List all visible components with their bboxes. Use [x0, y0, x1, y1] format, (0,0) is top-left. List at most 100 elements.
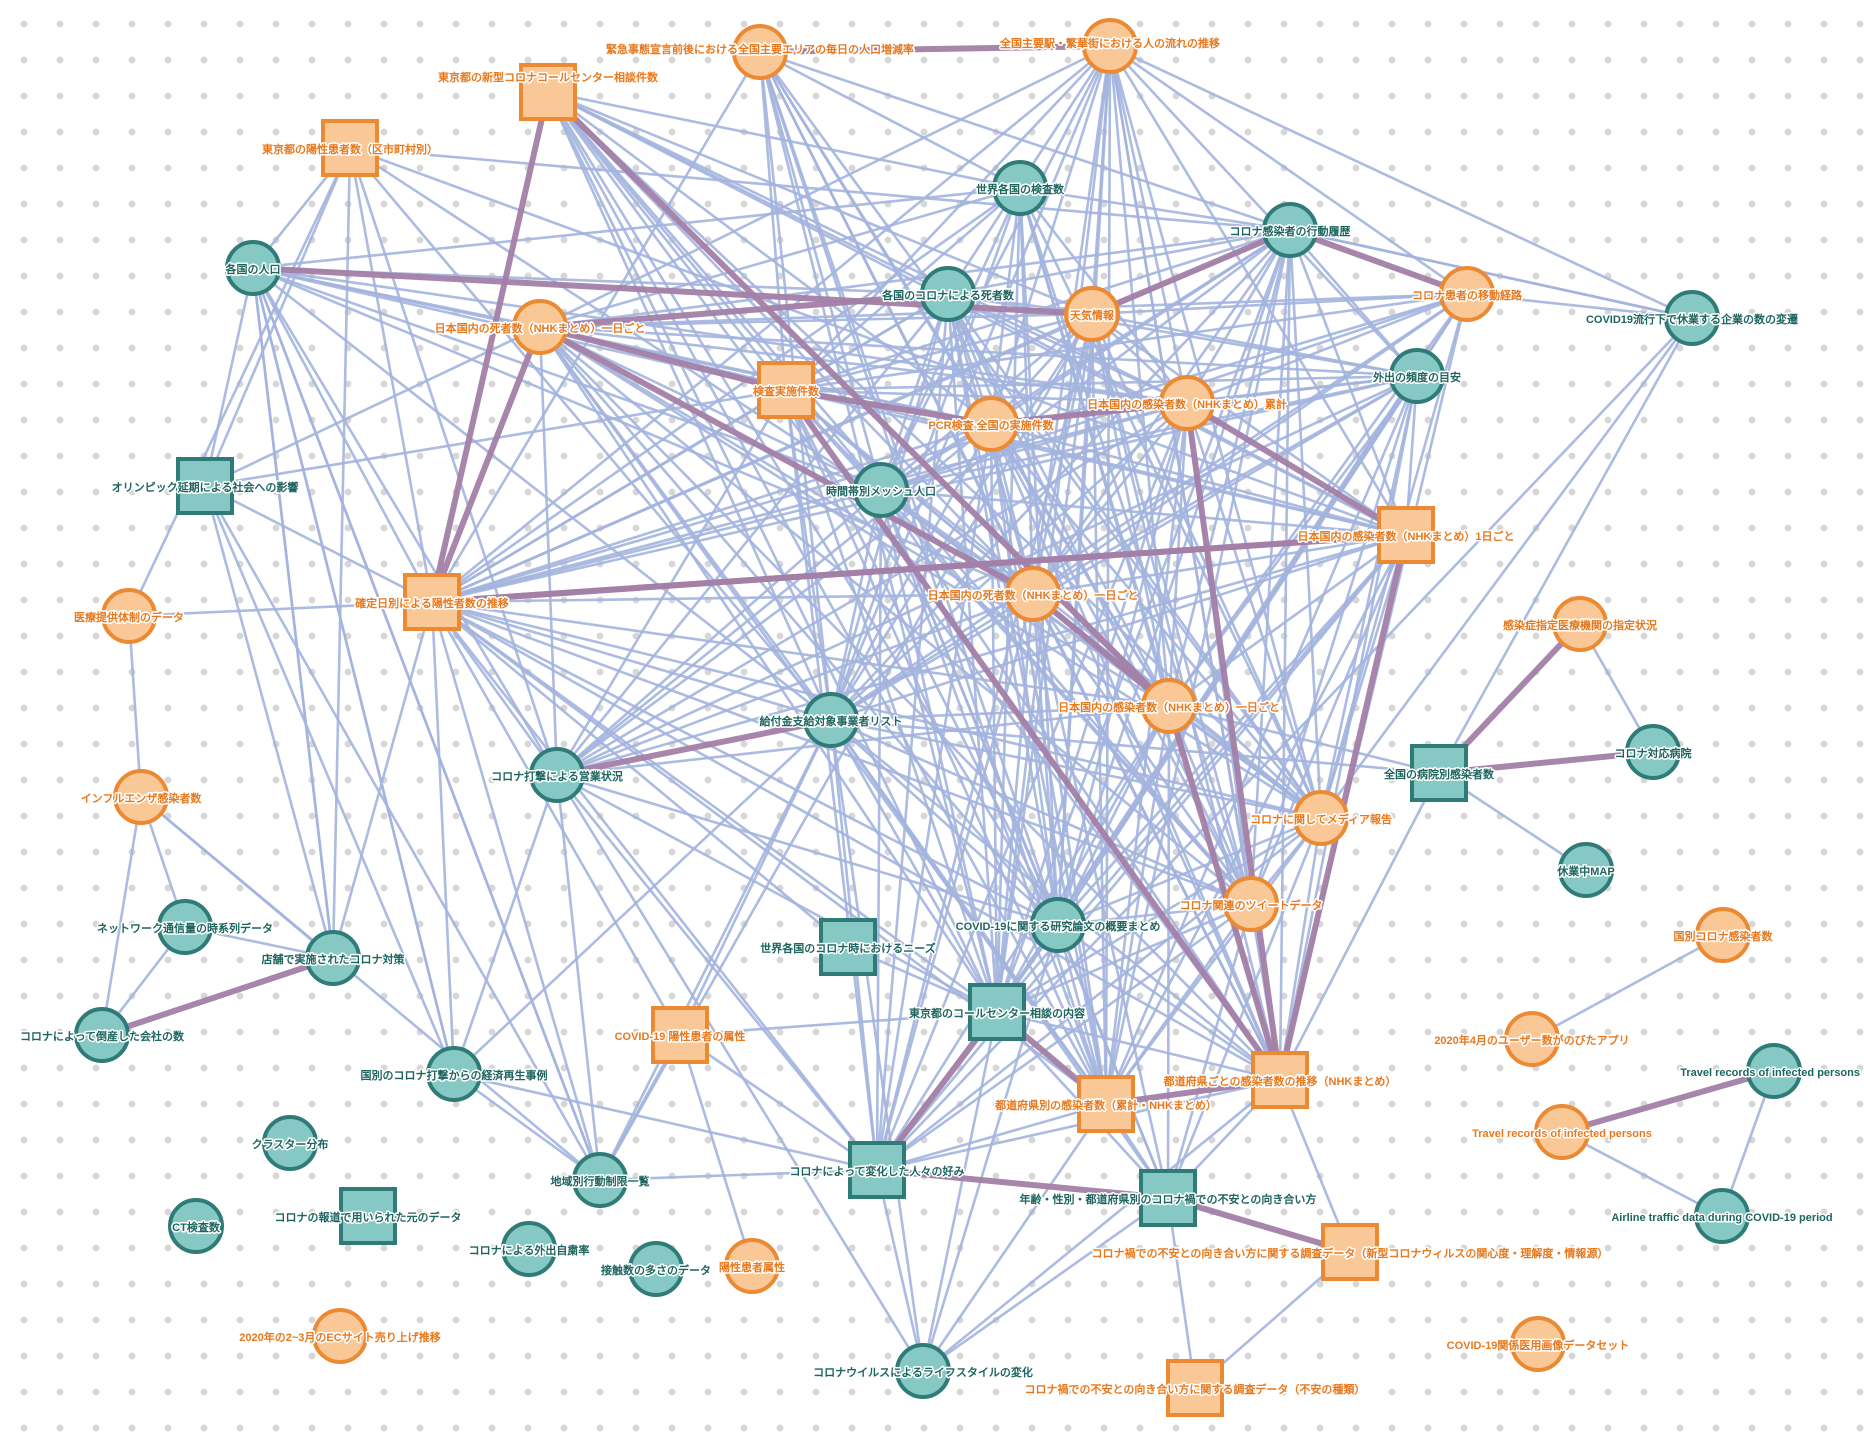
circle-node-shape[interactable] — [1504, 1011, 1560, 1067]
square-node-shape[interactable] — [757, 361, 815, 419]
node-app[interactable]: 2020年4月のユーザー数がのびたアプリ — [1433, 1011, 1631, 1067]
node-shitei[interactable]: 感染症指定医療機関の指定状況 — [1502, 596, 1659, 652]
node-tenpo[interactable]: 店舗で実施されたコロナ対策 — [260, 930, 407, 986]
node-cluster[interactable]: クラスター分布 — [250, 1115, 330, 1171]
node-callcenter_count[interactable]: 東京都の新型コロナコールセンター相談件数 — [437, 63, 660, 121]
square-node-shape[interactable] — [1139, 1169, 1197, 1227]
node-hodo[interactable]: コロナの報道で用いられた元のデータ — [273, 1187, 463, 1245]
node-iryo[interactable]: 医療提供体制のデータ — [73, 588, 186, 644]
circle-node-shape[interactable] — [803, 692, 859, 748]
circle-node-shape[interactable] — [1439, 266, 1495, 322]
node-tweet[interactable]: コロナ関連のツイートデータ — [1178, 876, 1324, 932]
node-olympic[interactable]: オリンピック延期による社会への影響 — [110, 457, 300, 515]
node-jishuku[interactable]: コロナによる外出自粛率 — [467, 1221, 591, 1277]
circle-node-shape[interactable] — [1534, 1104, 1590, 1160]
node-konomi[interactable]: コロナによって変化した人々の好み — [788, 1141, 966, 1199]
circle-node-shape[interactable] — [920, 266, 976, 322]
node-kodorireki[interactable]: コロナ感染者の行動履歴 — [1228, 202, 1352, 258]
circle-node-shape[interactable] — [1262, 202, 1318, 258]
node-keizai[interactable]: 国別のコロナ打撃からの経済再生事例 — [359, 1046, 549, 1102]
node-travel_o[interactable]: Travel records of infected persons — [1471, 1104, 1653, 1160]
circle-node-shape[interactable] — [501, 1221, 557, 1277]
node-influenza[interactable]: インフルエンザ感染者数 — [79, 769, 204, 825]
circle-node-shape[interactable] — [1552, 596, 1608, 652]
circle-node-shape[interactable] — [225, 240, 281, 296]
circle-node-shape[interactable] — [101, 588, 157, 644]
circle-node-shape[interactable] — [1293, 790, 1349, 846]
node-chiiki[interactable]: 地域別行動制限一覧 — [549, 1152, 651, 1208]
circle-node-shape[interactable] — [1694, 1188, 1750, 1244]
node-kyufukin[interactable]: 給付金支給対象事業者リスト — [758, 692, 904, 748]
node-gazou[interactable]: COVID-19関係医用画像データセット — [1445, 1316, 1631, 1372]
circle-node-shape[interactable] — [1389, 348, 1445, 404]
circle-node-shape[interactable] — [1005, 566, 1061, 622]
node-nhk_kansen_ruikei[interactable]: 日本国内の感染者数（NHKまとめ）累計 — [1086, 375, 1288, 431]
circle-node-shape[interactable] — [572, 1152, 628, 1208]
node-ec[interactable]: 2020年の2~3月のECサイト売り上げ推移 — [238, 1308, 442, 1364]
node-gaishutsu[interactable]: 外出の頻度の目安 — [1371, 348, 1463, 404]
square-node-shape[interactable] — [403, 573, 461, 631]
circle-node-shape[interactable] — [74, 1007, 130, 1063]
circle-node-shape[interactable] — [1223, 876, 1279, 932]
node-chosa_kanshin[interactable]: コロナ禍での不安との向き合い方に関する調査データ（新型コロナウィルスの関心度・理… — [1090, 1223, 1610, 1281]
node-kakkoku_shisha[interactable]: 各国のコロナによる死者数 — [880, 266, 1016, 322]
node-kakutei[interactable]: 確定日別による陽性者数の推移 — [354, 573, 510, 631]
circle-node-shape[interactable] — [1510, 1316, 1566, 1372]
node-ronbun[interactable]: COVID-19に関する研究論文の概要まとめ — [954, 897, 1162, 953]
square-node-shape[interactable] — [848, 1141, 906, 1199]
circle-node-shape[interactable] — [305, 930, 361, 986]
square-node-shape[interactable] — [176, 457, 234, 515]
square-node-shape[interactable] — [1251, 1051, 1309, 1109]
node-kensa_jisshi[interactable]: 検査実施件数 — [752, 361, 821, 419]
square-node-shape[interactable] — [1410, 744, 1468, 802]
node-travel_t[interactable]: Travel records of infected persons — [1679, 1043, 1862, 1099]
circle-node-shape[interactable] — [1558, 842, 1614, 898]
node-todofuken_suii[interactable]: 都道府県ごとの感染者数の推移（NHKまとめ） — [1161, 1051, 1398, 1109]
node-kakkoku_jinko[interactable]: 各国の人口 — [223, 240, 282, 296]
node-kokubetsu_kansen[interactable]: 国別コロナ感染者数 — [1672, 907, 1775, 963]
node-kyugyo_map[interactable]: 休業中MAP — [1555, 842, 1616, 898]
circle-node-shape[interactable] — [168, 1198, 224, 1254]
node-zokusei2[interactable]: 陽性患者属性 — [718, 1238, 787, 1294]
node-tenki[interactable]: 天気情報 — [1064, 286, 1120, 342]
circle-node-shape[interactable] — [963, 396, 1019, 452]
circle-node-shape[interactable] — [262, 1115, 318, 1171]
node-ct[interactable]: CT検査数 — [168, 1198, 224, 1254]
node-mesh[interactable]: 時間帯別メッシュ人口 — [825, 462, 938, 518]
circle-node-shape[interactable] — [732, 24, 788, 80]
circle-node-shape[interactable] — [312, 1308, 368, 1364]
node-nhk_shisha_1[interactable]: 日本国内の死者数（NHKまとめ）一日ごと — [433, 299, 647, 355]
node-shuyoeki[interactable]: 全国主要駅・繁華街における人の流れの推移 — [998, 18, 1222, 74]
node-nhk_kansen_1_c[interactable]: 日本国内の感染者数（NHKまとめ）一日ごと — [1057, 678, 1281, 734]
node-kinkyu[interactable]: 緊急事態宣言前後における全国主要エリアの毎日の人口増減率 — [605, 24, 916, 80]
square-node-shape[interactable] — [339, 1187, 397, 1245]
node-airline[interactable]: Airline traffic data during COVID-19 per… — [1610, 1188, 1834, 1244]
node-eigyo[interactable]: コロナ打撃による営業状況 — [490, 747, 624, 803]
node-nhk_shisha_2[interactable]: 日本国内の死者数（NHKまとめ）一日ごと — [926, 566, 1140, 622]
circle-node-shape[interactable] — [157, 899, 213, 955]
circle-node-shape[interactable] — [1625, 724, 1681, 780]
square-node-shape[interactable] — [321, 119, 379, 177]
circle-node-shape[interactable] — [1064, 286, 1120, 342]
circle-node-shape[interactable] — [113, 769, 169, 825]
square-node-shape[interactable] — [1077, 1075, 1135, 1133]
circle-node-shape[interactable] — [1664, 290, 1720, 346]
node-tosan[interactable]: コロナによって倒産した会社の数 — [18, 1007, 187, 1063]
circle-node-shape[interactable] — [1159, 375, 1215, 431]
node-lifestyle[interactable]: コロナウイルスによるライフスタイルの変化 — [812, 1343, 1034, 1399]
node-media[interactable]: コロナに関してメディア報告 — [1249, 790, 1393, 846]
node-taio_byoin[interactable]: コロナ対応病院 — [1613, 724, 1693, 780]
node-needs[interactable]: 世界各国のコロナ時におけるニーズ — [759, 918, 937, 976]
node-kyugyo_kigyo[interactable]: COVID19流行下で休業する企業の数の変遷 — [1584, 290, 1800, 346]
node-chosa_shurui[interactable]: コロナ禍での不安との向き合い方に関する調査データ（不安の種類） — [1023, 1359, 1367, 1417]
node-todofuken_ruikei[interactable]: 都道府県別の感染者数（累計・NHKまとめ） — [993, 1075, 1218, 1133]
square-node-shape[interactable] — [968, 983, 1026, 1041]
square-node-shape[interactable] — [1377, 506, 1435, 564]
circle-node-shape[interactable] — [628, 1241, 684, 1297]
node-sesshoku[interactable]: 接触数の多さのデータ — [600, 1241, 713, 1297]
node-callcenter_naiyo[interactable]: 東京都のコールセンター相談の内容 — [908, 983, 1087, 1041]
circle-node-shape[interactable] — [426, 1046, 482, 1102]
node-pcr[interactable]: PCR検査 全国の実施件数 — [927, 396, 1056, 452]
square-node-shape[interactable] — [1321, 1223, 1379, 1281]
circle-node-shape[interactable] — [1082, 18, 1138, 74]
